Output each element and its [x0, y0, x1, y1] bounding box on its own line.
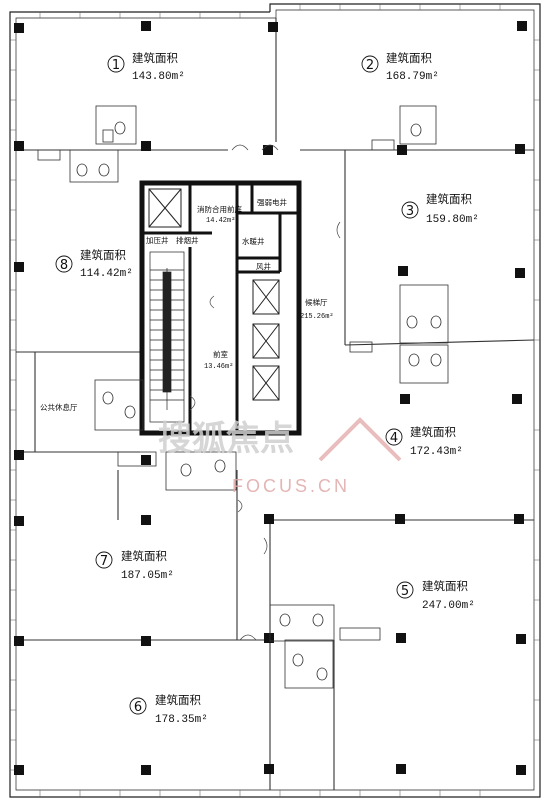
elevator-hall-label: 候梯厅 [305, 297, 328, 307]
unit-5-area: 247.00m² [422, 600, 475, 612]
unit-1-area: 143.80m² [132, 71, 185, 83]
watermark-cn-text: 搜狐焦点 [158, 419, 294, 459]
weak-current-shaft-label: 强弱电井 [257, 197, 287, 207]
water-heating-shaft-label: 水暖井 [242, 236, 265, 246]
core-labels: 消防合用前庭 14.42m² 强弱电井 加压井 排烟井 水暖井 风井 候梯厅 2… [40, 197, 334, 412]
unit-7-title: 建筑面积 [121, 549, 167, 563]
unit-2-number-circle [361, 55, 379, 73]
unit-7-area: 187.05m² [121, 570, 174, 582]
unit-8-area: 114.42m² [80, 268, 133, 280]
core-inner-walls [142, 185, 299, 433]
unit-2-title: 建筑面积 [386, 51, 432, 65]
pressurization-shaft-label: 加压井 [146, 235, 169, 245]
partition-walls [16, 18, 535, 790]
unit-6-title: 建筑面积 [155, 693, 201, 707]
curtain-wall-ticks [10, 4, 540, 797]
focus-watermark: 搜狐焦点 FOCUS.CN [158, 417, 402, 496]
unit-7-number: 7 [100, 554, 108, 569]
unit-8-title: 建筑面积 [80, 248, 126, 262]
fire-lobby-area: 14.42m² [206, 217, 235, 225]
restroom-fixtures [37, 105, 449, 689]
unit-6-number-circle [129, 697, 147, 715]
front-room-label: 前室 [213, 349, 228, 359]
building-outline [9, 3, 541, 798]
unit-3-label: 3 建筑面积 159.80m² [401, 192, 479, 226]
unit-5-label: 5 建筑面积 247.00m² [396, 579, 475, 612]
unit-4-number: 4 [390, 431, 398, 446]
unit-3-title: 建筑面积 [426, 192, 472, 206]
unit-2-number: 2 [366, 58, 374, 73]
unit-2-label: 2 建筑面积 168.79m² [361, 51, 439, 83]
door-swings [189, 144, 341, 641]
unit-7-label: 7 建筑面积 187.05m² [95, 549, 174, 582]
unit-3-area: 159.80m² [426, 214, 479, 226]
public-lounge-label: 公共休息厅 [40, 402, 78, 412]
unit-5-number-circle [396, 581, 414, 599]
unit-4-number-circle [385, 428, 403, 446]
fire-lobby-label: 消防合用前庭 [197, 204, 242, 214]
stair [149, 251, 185, 423]
unit-3-number: 3 [406, 204, 414, 219]
watermark-en-text: FOCUS.CN [232, 476, 350, 496]
unit-3-number-circle [401, 201, 419, 219]
elevator-shafts [148, 188, 280, 401]
unit-4-area: 172.43m² [410, 446, 463, 458]
unit-2-area: 168.79m² [386, 71, 439, 83]
elevator-hall-area: 215.26m² [300, 313, 334, 321]
unit-6-label: 6 建筑面积 178.35m² [129, 693, 208, 726]
unit-1-number-circle [107, 55, 125, 73]
unit-7-number-circle [95, 551, 113, 569]
unit-8-number: 8 [60, 258, 68, 273]
wind-shaft-label: 风井 [256, 261, 271, 271]
unit-8-label: 8 建筑面积 114.42m² [55, 248, 133, 280]
front-room-area: 13.46m² [204, 363, 233, 371]
unit-4-title: 建筑面积 [410, 425, 456, 439]
unit-6-number: 6 [134, 700, 142, 715]
unit-1-label: 1 建筑面积 143.80m² [107, 51, 185, 83]
unit-4-label: 4 建筑面积 172.43m² [385, 425, 463, 458]
unit-5-title: 建筑面积 [422, 579, 468, 593]
smoke-exhaust-shaft-label: 排烟井 [176, 235, 199, 245]
unit-6-area: 178.35m² [155, 714, 208, 726]
unit-5-number: 5 [401, 584, 409, 599]
unit-1-title: 建筑面积 [132, 51, 178, 65]
structural-columns [14, 21, 527, 775]
building-core [139, 180, 302, 436]
watermark-house-icon [318, 417, 402, 462]
unit-1-number: 1 [112, 58, 120, 73]
unit-8-number-circle [55, 255, 73, 273]
